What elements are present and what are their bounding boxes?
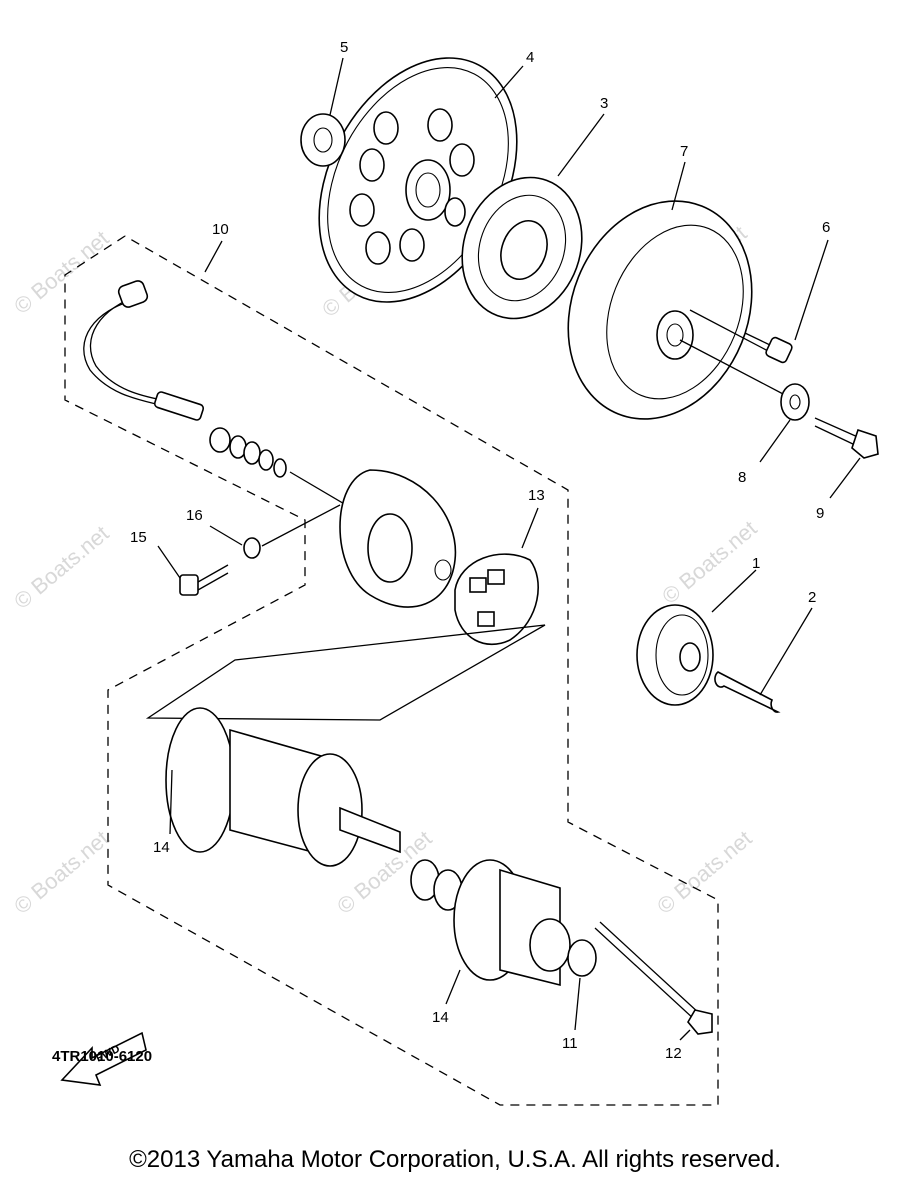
through-bolt-12 — [594, 921, 713, 1035]
assembly-boundary-10 — [64, 235, 719, 1106]
callout-10: 10 — [212, 221, 229, 238]
terminal-hardware — [209, 427, 376, 523]
callout-11: 11 — [562, 1035, 578, 1052]
brush-holder — [454, 553, 539, 645]
bolt-9 — [814, 417, 879, 459]
callout-6: 6 — [822, 219, 830, 236]
one-way-clutch — [461, 176, 583, 320]
copyright-notice: ©2013 Yamaha Motor Corporation, U.S.A. A… — [129, 1146, 781, 1173]
leader-lines — [157, 57, 861, 1041]
diagram-code: 4TR1010-6120 — [52, 1048, 153, 1065]
callout-13: 13 — [528, 487, 545, 504]
callout-14b: 14 — [432, 1009, 449, 1026]
idler-gear — [636, 604, 714, 706]
bolt-6 — [744, 332, 793, 364]
callout-12: 12 — [665, 1045, 682, 1062]
starter-cable — [83, 280, 205, 421]
callout-9: 9 — [816, 505, 824, 522]
starter-front-cover — [453, 859, 571, 987]
o-ring-11 — [567, 939, 597, 977]
callout-2: 2 — [808, 589, 816, 606]
callout-4: 4 — [526, 49, 534, 66]
brush-holder-frame — [145, 624, 546, 721]
callouts: 5 4 3 7 6 10 8 9 13 16 15 1 2 14 14 11 1… — [130, 39, 830, 1062]
watermark: © Boats.net — [652, 826, 756, 919]
washer-8 — [780, 383, 810, 421]
idler-shaft — [714, 671, 781, 713]
callout-3: 3 — [600, 95, 608, 112]
watermark: © Boats.net — [657, 516, 761, 609]
callout-7: 7 — [680, 143, 688, 160]
bolt-15 — [179, 564, 229, 596]
starter-rear-cover — [339, 469, 457, 608]
flywheel-rotor — [567, 200, 786, 420]
watermark: © Boats.net — [9, 521, 113, 614]
starter-yoke — [165, 707, 401, 867]
seal-rings — [410, 859, 463, 911]
callout-16: 16 — [186, 507, 203, 524]
callout-1: 1 — [752, 555, 760, 572]
callout-15: 15 — [130, 529, 147, 546]
callout-8: 8 — [738, 469, 746, 486]
watermark: © Boats.net — [9, 826, 113, 919]
callout-14a: 14 — [153, 839, 170, 856]
washer-16 — [243, 504, 341, 559]
watermark: © Boats.net — [9, 226, 113, 319]
callout-5: 5 — [340, 39, 348, 56]
washer-5 — [300, 113, 346, 167]
